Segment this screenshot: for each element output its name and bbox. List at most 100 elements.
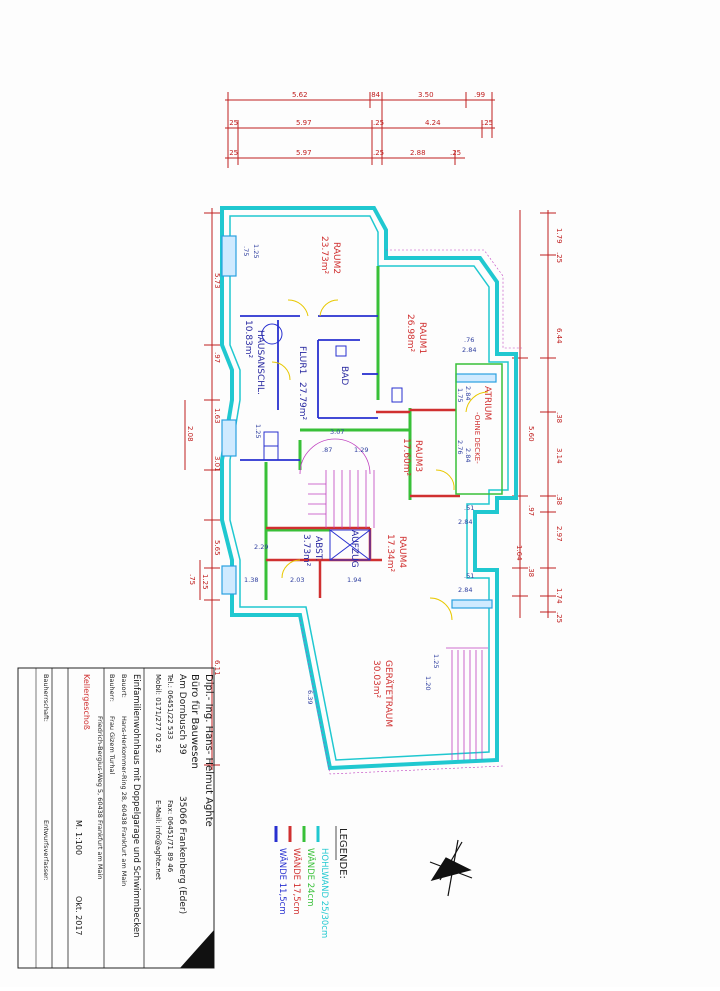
dim-top-2: .84 [369,91,381,99]
room-raum2-area: 23.73m² [319,236,329,275]
bauherr-label: Bauherr: [108,674,116,702]
plan-scale: M. 1:100 [74,820,83,855]
inner-dim-5: 1.75 [456,388,464,402]
bauherr-address: Friedrich-Bergius-Weg 5, 60438 Frankfurt… [96,716,104,879]
left-dimension-labels: 5.73 .97 1.63 2.08 3.01 5.65 .75 1.25 6.… [186,273,221,676]
legend-label-wand24: WÄNDE 24cm [305,848,316,907]
bauort-label: Bauort: [120,674,128,698]
inner-dim-4: 2.84 [462,346,476,354]
legend-item-wand175: WÄNDE 17,5cm [288,826,302,915]
inner-dim-1: 1.25 [252,244,260,258]
inner-dim-8: 1.29 [354,446,368,454]
interior-walls-24 [264,266,412,600]
doors [271,299,489,621]
room-geraeteraum-area: 30.03m² [371,660,381,699]
office-tel: Tel.: 06451/22 533 [166,673,174,739]
dim-top-13: 2.88 [410,149,426,157]
dim-right-2: .25 [555,252,563,263]
dim-left-1: 5.73 [213,273,221,289]
inner-dim-15: 2.29 [254,543,268,551]
room-geraeteraum-name: GERÄTETRAUM [383,660,394,727]
inner-dim-19: .51 [464,572,474,580]
top-dimension-chains [225,92,495,168]
bauort-value: Hans-Herkommer-Ring 28, 60438 Frankfurt … [120,716,128,886]
inner-dim-11: 2.84 [464,448,472,462]
exterior-cavity-wall [220,206,518,771]
room-bad-name: BAD [339,366,349,385]
title-block: Dipl.- Ing. Hans- Helmut Aghte Büro für … [17,667,215,969]
entwurfsverfasser-label: Entwurfsverfasser: [42,820,50,881]
inner-dim-6: 2.84 [464,386,472,400]
dim-left-4: 2.08 [186,426,194,442]
dim-left-8: 1.25 [201,574,209,590]
title-block-frame [17,667,215,969]
atrium-void [455,363,503,495]
room-abst-area: 3.73m² [301,534,311,567]
dim-top-9: .25 [482,119,493,127]
dim-top-4: .99 [474,91,485,99]
dim-top-7: .25 [373,119,384,127]
inner-dim-23: 6.39 [306,690,314,704]
plan-name: Kellergeschoß [82,674,91,730]
room-atrium-note: -OHNE DECKE- [473,412,481,464]
dim-top-14: .25 [450,149,461,157]
north-arrow-icon [429,839,473,897]
outer-walls [220,206,522,775]
dim-top-10: .25 [227,149,238,157]
room-labels: RAUM2 23.73m² RAUM1 26.98m² ATRIUM -OHNE… [319,236,492,727]
water-heater-icon [261,323,283,345]
legend-label-wand115: WÄNDE 11,5cm [277,848,288,915]
room-hausanschl-area: 10.83m² [243,320,253,359]
inner-dim-9: .87 [322,446,332,454]
inner-dim-17: 2.03 [290,576,304,584]
office-mobil: Mobil: 0171/277 02 92 [154,674,162,753]
dim-right-11: .38 [527,566,535,577]
dim-right-12: 1.74 [555,588,563,604]
interior-walls-175 [266,408,460,598]
legend-item-wand115: WÄNDE 11,5cm [274,826,288,915]
office-email: E-Mail: info@aghte.net [154,800,162,880]
dim-right-8: .97 [527,505,535,516]
inner-dim-2: .75 [242,246,250,256]
project-title: Einfamilienwohnhaus mit Doppelgarage und… [131,674,141,938]
bauherrschaft-label: Bauherrschaft: [42,674,50,722]
inner-dim-14: 2.84 [458,518,472,526]
room-raum4-area: 17.34m² [385,534,395,573]
bathroom-fixtures [261,323,403,461]
dim-left-6: 5.65 [213,540,221,556]
inner-dim-7: 3.07 [330,428,344,436]
legend-item-hohlwand: HOHLWAND 25/30cm [316,826,329,938]
dim-left-5: 3.01 [213,456,221,472]
dim-top-6: 5.97 [296,119,312,127]
legend-label-hohlwand: HOHLWAND 25/30cm [319,848,329,938]
legend: LEGENDE: HOHLWAND 25/30cm WÄNDE 24cm WÄN… [274,826,348,938]
plan-date: Okt. 2017 [74,896,83,936]
title-block-corner-mark [180,930,214,968]
dim-left-7: .75 [188,574,196,585]
inner-dim-3: .76 [464,336,474,344]
room-labels-blue: HAUSANSCHL. 10.83m² FLUR1 27.79m² BAD AB… [243,320,359,568]
dim-left-9: 6.11 [213,660,221,676]
dim-top-12: .25 [373,149,384,157]
office-name: Dipl.- Ing. Hans- Helmut Aghte [203,674,214,827]
dim-right-1: 1.79 [555,228,563,244]
right-dimension-labels: 1.79 .25 6.44 .38 5.60 3.14 .38 .97 2.97… [515,228,563,623]
bauherr-name: Frau Gizem Turhal [108,716,116,775]
dim-right-9: 2.97 [555,526,563,542]
inner-dim-18: 1.94 [347,576,361,584]
dim-top-3: 3.50 [418,91,434,99]
inner-dim-20: 2.84 [458,586,472,594]
room-raum4-name: RAUM4 [397,536,407,568]
exterior-cavity-wall-inner [229,215,509,761]
dim-right-10: 1.64 [515,545,523,561]
room-atrium-name: ATRIUM [482,386,492,420]
left-dimension-chain [184,208,220,770]
room-flur1-area: 27.79m² [297,382,307,421]
legend-title: LEGENDE: [337,828,348,879]
inner-dim-12: 1.25 [254,424,262,438]
elevator-shaft [329,529,371,561]
office-city: 35066 Frankenberg (Eder) [177,796,187,914]
legend-item-wand24: WÄNDE 24cm [302,826,316,907]
inner-dim-16: 1.38 [244,576,258,584]
